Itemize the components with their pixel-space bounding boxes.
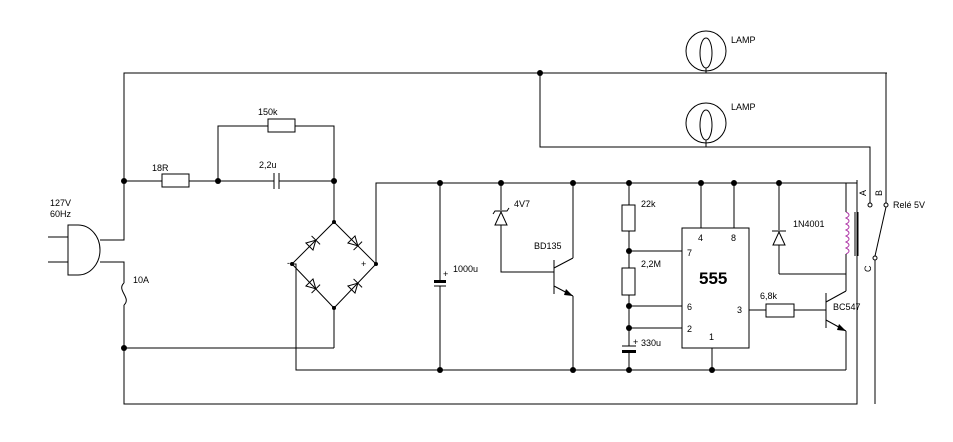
pin-1-label: 1 bbox=[709, 332, 714, 342]
lamp2-label: LAMP bbox=[731, 102, 756, 112]
relay-label: Relé 5V bbox=[893, 200, 925, 210]
pin-7-label: 7 bbox=[687, 248, 692, 258]
capacitor-330u-label: 330u bbox=[641, 338, 661, 348]
flyback-diode-icon bbox=[772, 230, 786, 246]
flyback-diode-label: 1N4001 bbox=[793, 219, 825, 229]
capacitor-330u bbox=[622, 350, 636, 353]
diode-icon bbox=[346, 278, 363, 295]
positive-rail bbox=[375, 182, 857, 264]
negative-rail bbox=[292, 263, 846, 371]
lamp-icon bbox=[685, 30, 727, 73]
resistor-22k-label: 22k bbox=[641, 199, 656, 209]
transistor-bd135-icon bbox=[553, 257, 574, 297]
bridge-minus-label: - bbox=[287, 258, 290, 268]
resistor-6k8 bbox=[765, 303, 795, 318]
transistor-bc547-label: BC547 bbox=[833, 302, 861, 312]
lamp-icon bbox=[685, 102, 727, 147]
fuse-icon bbox=[121, 282, 127, 306]
diode-icon bbox=[304, 277, 321, 294]
fuse-label: 10A bbox=[133, 275, 149, 285]
capacitor-2u2-label: 2,2u bbox=[259, 160, 277, 170]
relay-pin-b-label: B bbox=[874, 190, 884, 196]
source-frequency-label: 60Hz bbox=[50, 209, 72, 219]
pin-6-label: 6 bbox=[687, 302, 692, 312]
relay-pin-c-label: C bbox=[863, 265, 873, 272]
bottom-mains-wire bbox=[123, 180, 858, 405]
top-mains-wire bbox=[100, 72, 887, 241]
relay-coil-icon bbox=[844, 211, 859, 256]
resistor-18r bbox=[161, 173, 190, 188]
pin-8-label: 8 bbox=[731, 233, 736, 243]
resistor-150k bbox=[267, 118, 296, 133]
svg-text:+: + bbox=[443, 269, 448, 279]
resistor-22k bbox=[621, 204, 636, 232]
relay-pin-a-label: A bbox=[858, 190, 868, 196]
zener-label: 4V7 bbox=[514, 199, 530, 209]
bridge-rectifier bbox=[291, 221, 377, 309]
resistor-6k8-label: 6,8k bbox=[760, 291, 778, 301]
zener-diode-icon bbox=[492, 207, 510, 226]
capacitor-1000u-label: 1000u bbox=[453, 264, 478, 274]
source-voltage-label: 127V bbox=[50, 198, 71, 208]
relay-contact-icon bbox=[867, 202, 889, 261]
lower-mains-wire bbox=[100, 261, 125, 283]
resistor-2m2 bbox=[621, 267, 636, 296]
resistor-2m2-label: 2,2M bbox=[641, 259, 661, 269]
resistor-150k-label: 150k bbox=[258, 107, 278, 117]
capacitor-1000u bbox=[434, 280, 446, 283]
lamp1-label: LAMP bbox=[731, 35, 756, 45]
ic-555 bbox=[681, 227, 750, 349]
transistor-bd135-label: BD135 bbox=[534, 241, 562, 251]
pin-4-label: 4 bbox=[698, 233, 703, 243]
bridge-plus-label: + bbox=[361, 259, 366, 269]
pin-3-label: 3 bbox=[737, 305, 742, 315]
lamp2-return-wire bbox=[539, 73, 871, 203]
pin-2-label: 2 bbox=[687, 324, 692, 334]
diode-icon bbox=[346, 234, 363, 251]
svg-text:+: + bbox=[633, 337, 638, 347]
junction-dots bbox=[121, 70, 782, 373]
ic-555-label: 555 bbox=[699, 269, 727, 288]
resistor-18r-label: 18R bbox=[152, 163, 169, 173]
transistor-bc547-icon bbox=[825, 290, 847, 332]
plug-icon bbox=[48, 224, 101, 276]
diode-icon bbox=[304, 235, 321, 252]
